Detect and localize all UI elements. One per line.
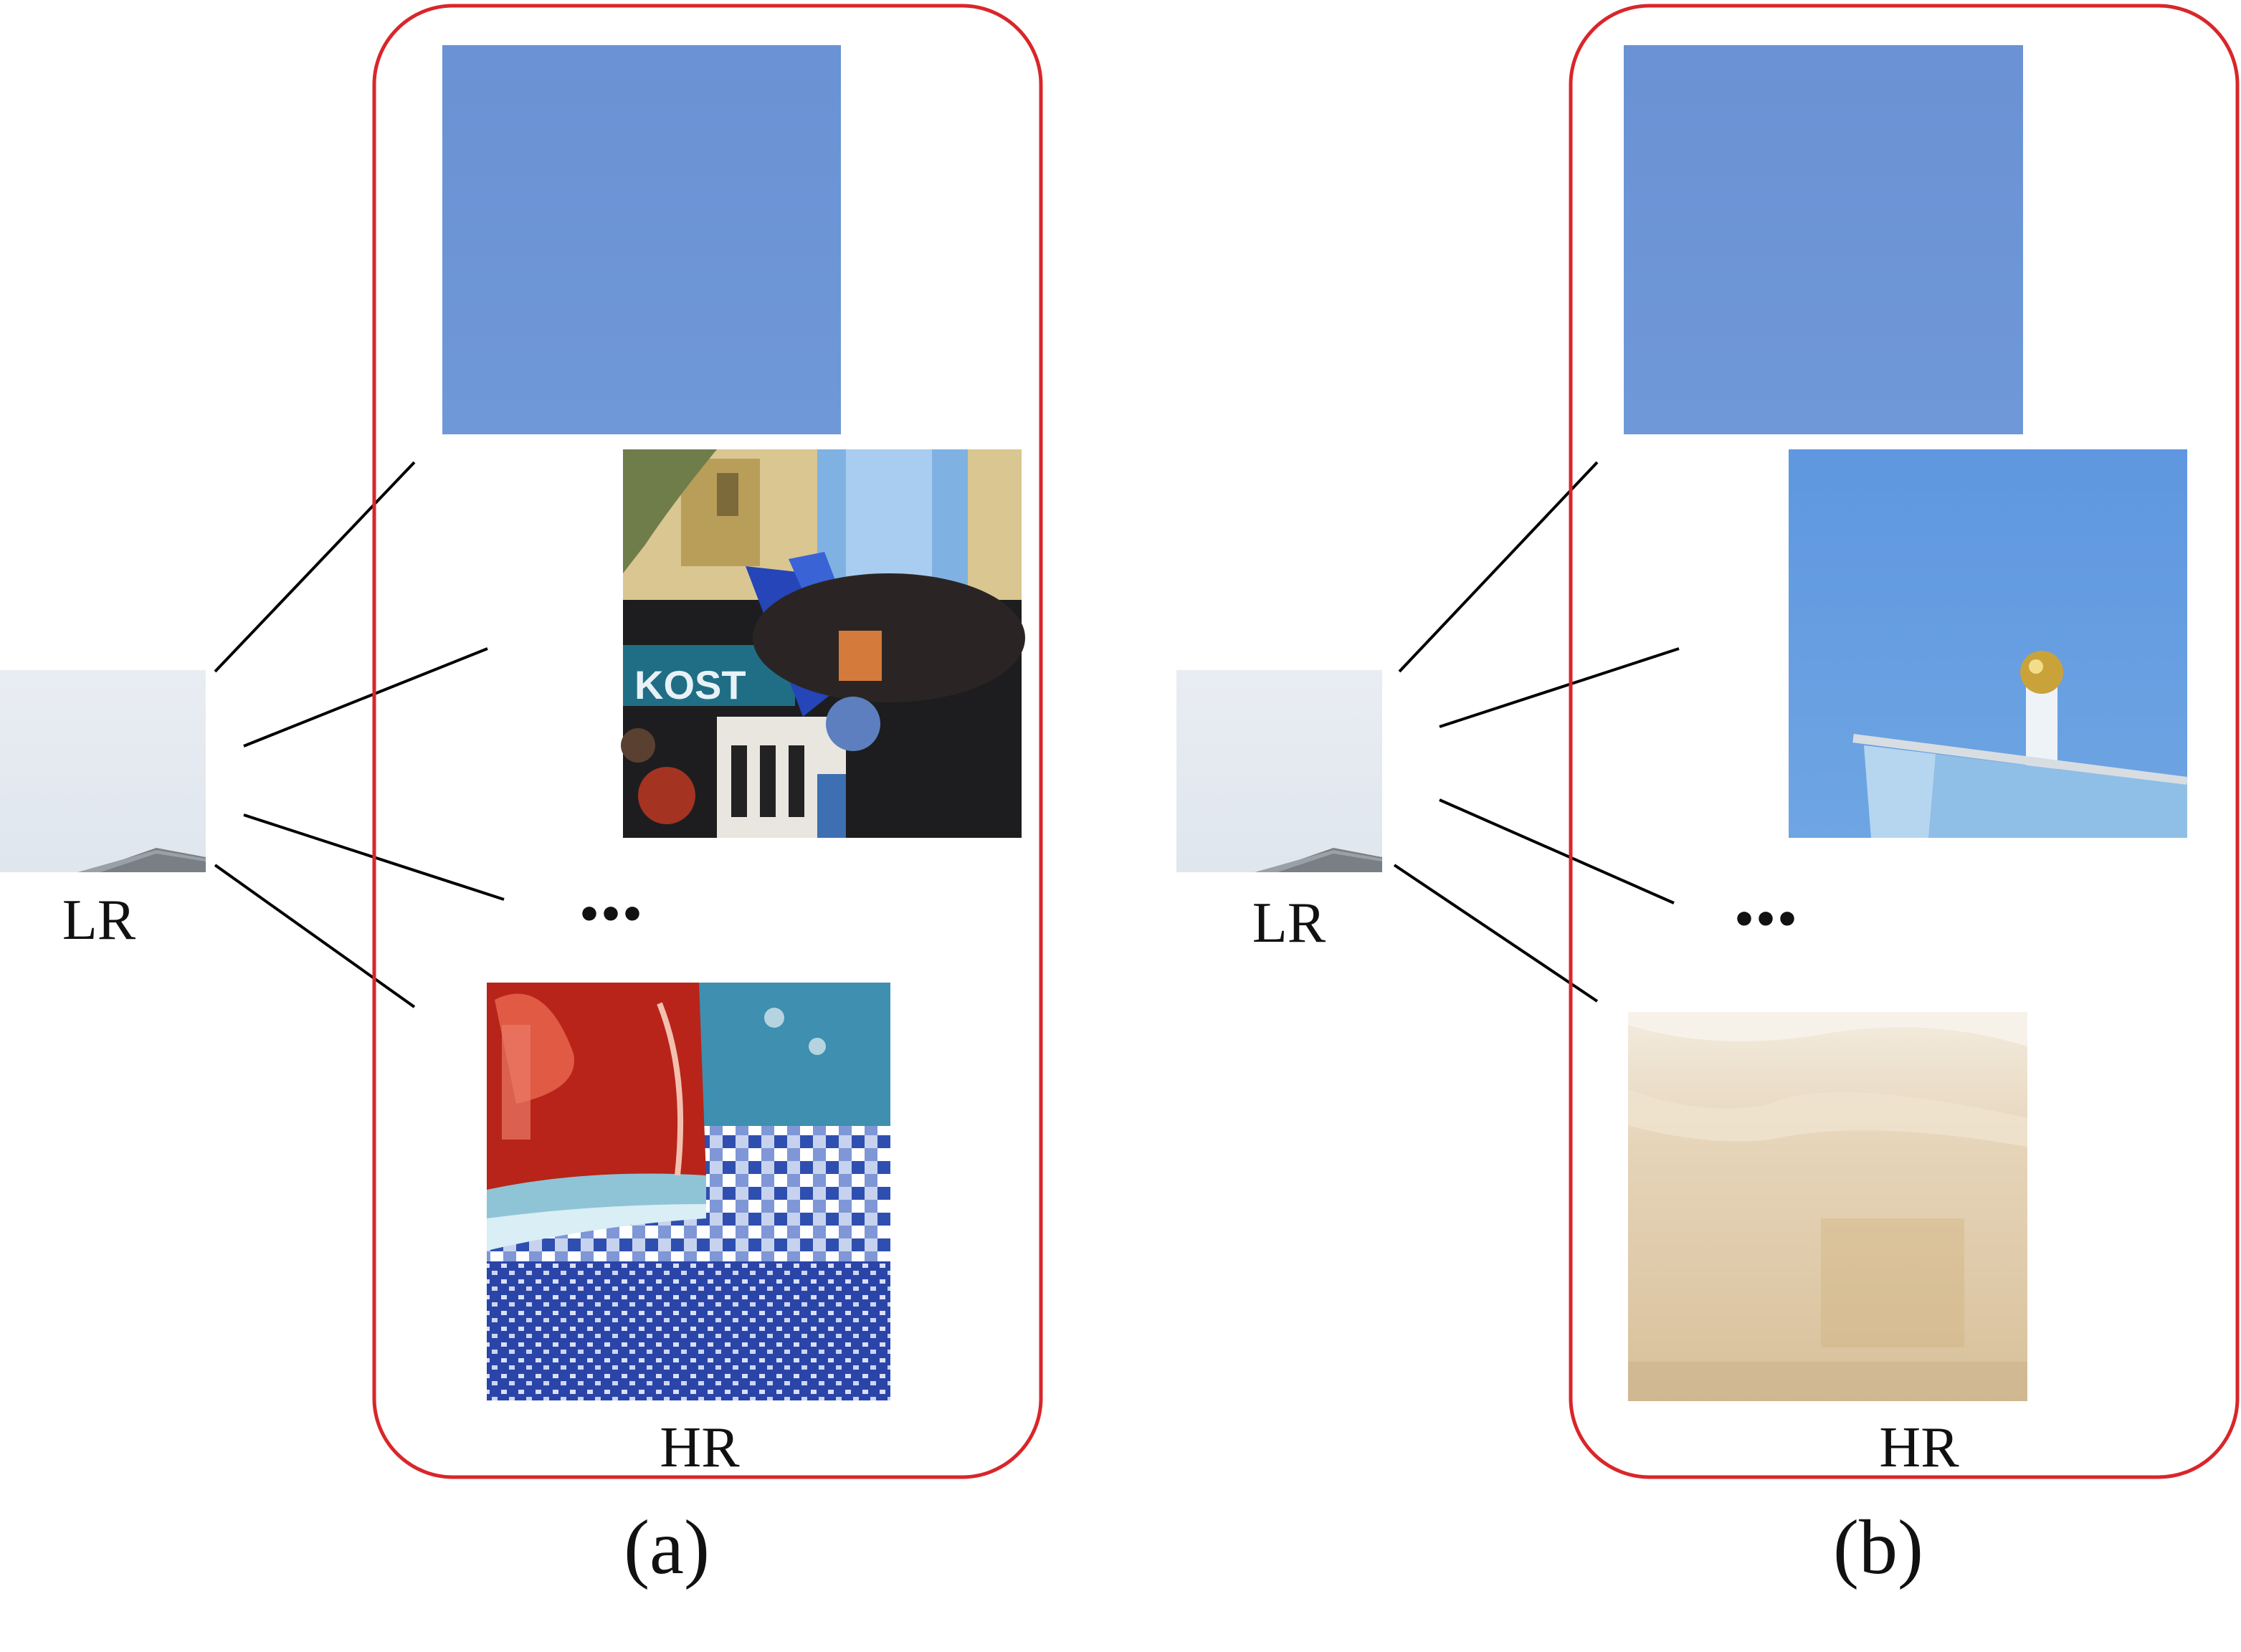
hr-patch-sky-b bbox=[1624, 45, 2023, 434]
panel-b: LR ... bbox=[1176, 4, 2240, 1590]
caption-b: (b) bbox=[1833, 1505, 1923, 1590]
ellipsis-b: ... bbox=[1733, 848, 1798, 943]
connector-line bbox=[214, 864, 416, 1008]
connector-lines-b bbox=[1393, 461, 1680, 1003]
lr-patch-a bbox=[0, 670, 206, 872]
hr-group-frame-b bbox=[1569, 4, 2240, 1479]
hr-group-frame-a bbox=[372, 4, 1043, 1479]
panel-a: LR KOST bbox=[0, 4, 1043, 1590]
connector-line bbox=[1439, 647, 1680, 728]
caption-a: (a) bbox=[624, 1505, 710, 1590]
connector-line bbox=[1393, 864, 1599, 1003]
hr-patch-sky-a bbox=[442, 45, 841, 434]
connector-line bbox=[1439, 798, 1675, 904]
connector-lines-a bbox=[214, 461, 505, 1008]
svg-text:KOST: KOST bbox=[634, 662, 746, 707]
lr-label-a: LR bbox=[62, 889, 136, 952]
connector-line bbox=[214, 461, 416, 673]
hr-label-b: HR bbox=[1879, 1416, 1959, 1479]
connector-line bbox=[1398, 461, 1599, 673]
lr-label-b: LR bbox=[1252, 892, 1326, 955]
connector-line bbox=[243, 647, 488, 748]
hr-patch-parade-a: KOST bbox=[621, 449, 1025, 838]
hr-label-a: HR bbox=[660, 1416, 740, 1479]
lr-patch-b bbox=[1176, 670, 1382, 872]
hr-patch-foam-b bbox=[1628, 1012, 2027, 1401]
hr-patch-flagpole-b bbox=[1789, 449, 2188, 838]
ellipsis-a: ... bbox=[579, 843, 643, 938]
hr-patch-glass-a bbox=[487, 983, 890, 1400]
